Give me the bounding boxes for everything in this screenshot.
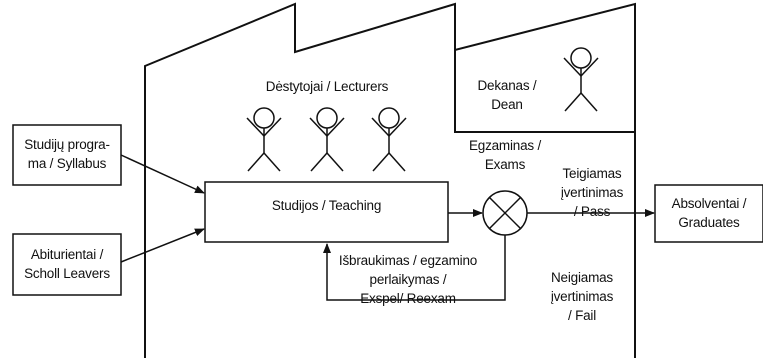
dean-figure <box>563 47 599 112</box>
graduates-label: Absolventai / Graduates <box>671 196 747 230</box>
syllabus-arrow <box>120 154 205 194</box>
school-leavers-label: Abiturientai / Scholl Leavers <box>24 247 110 281</box>
syllabus-box <box>12 124 122 186</box>
lecturer-figure-2 <box>309 107 345 172</box>
school-leavers-box <box>12 233 122 296</box>
fail-label: Neigiamas įvertinimas / Fail <box>550 270 614 323</box>
reexam-loop-arrow <box>323 235 506 301</box>
factory-outline <box>144 2 636 358</box>
dean-label: Dekanas / Dean <box>477 78 537 112</box>
dean-office-outline <box>454 50 635 133</box>
teaching-label: Studijos / Teaching <box>271 198 382 213</box>
reexam-label: Išbraukimas / egzamino perlaikymas / Exs… <box>338 253 478 306</box>
lecturer-figure-3 <box>371 107 407 172</box>
exam-node <box>482 190 528 236</box>
pass-label: Teigiamas įvertinimas / Pass <box>560 166 624 219</box>
teaching-box <box>204 181 449 243</box>
lecturers-label: Dėstytojai / Lecturers <box>265 79 389 94</box>
school-leavers-arrow <box>120 228 205 263</box>
lecturer-figure-1 <box>246 107 282 172</box>
exams-label: Egzaminas / Exams <box>468 138 542 172</box>
graduates-box <box>654 184 763 243</box>
syllabus-label: Studijų progra- ma / Syllabus <box>24 137 110 171</box>
